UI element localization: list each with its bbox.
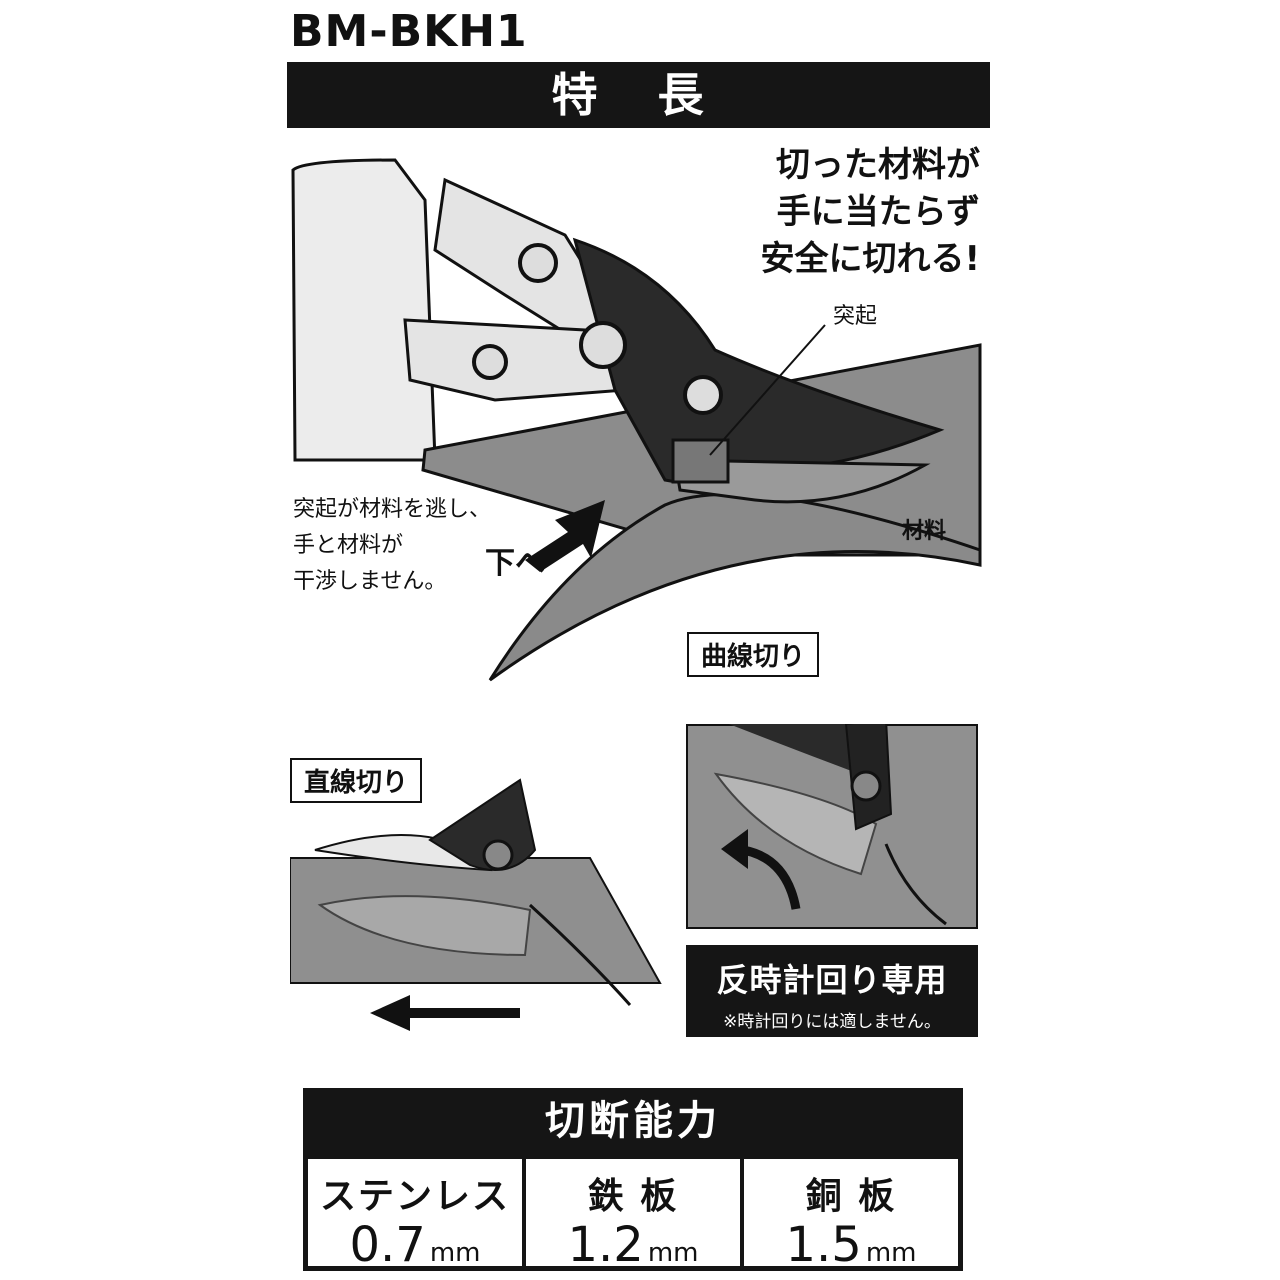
- thickness-unit: mm: [647, 1238, 699, 1268]
- bolt-icon: [472, 344, 508, 380]
- straight-cut-line: [528, 903, 632, 1006]
- explanation-line: 手と材料が: [293, 533, 404, 558]
- straight-cut-panel: [290, 778, 662, 1031]
- headline-line: 切った材料が: [776, 145, 980, 185]
- material-name: 鉄 板: [587, 1176, 679, 1217]
- curve-cut-panel: [686, 724, 978, 929]
- explanation-line: 干渉しません。: [293, 569, 447, 594]
- leader-line: [709, 324, 826, 456]
- straight-blade-ghost: [317, 895, 532, 957]
- curve-cut-line: [884, 843, 947, 926]
- material-label: 材料: [902, 519, 947, 544]
- bolt-icon: [850, 770, 882, 802]
- left-arrow-icon: [405, 1008, 520, 1018]
- thickness-value: 1.2: [567, 1217, 644, 1273]
- material-name: ステンレス: [319, 1176, 510, 1217]
- thickness-value: 0.7: [349, 1217, 426, 1273]
- curve-cut-label: 曲線切り: [687, 632, 820, 677]
- bolt-icon: [683, 375, 723, 415]
- headline-line: 手に当たらず: [776, 192, 980, 232]
- ccw-arrowhead-icon: [721, 829, 748, 869]
- bolt-icon: [482, 839, 514, 871]
- bolt-icon: [518, 243, 558, 283]
- protrusion-label: 突起: [833, 304, 878, 329]
- explanation-line: 突起が材料を逃し、: [293, 497, 492, 522]
- thickness-unit: mm: [865, 1238, 917, 1268]
- hand-shape: [291, 158, 437, 462]
- headline-line: 安全に切れる!: [760, 239, 980, 279]
- thickness-value: 1.5: [785, 1217, 862, 1273]
- bolt-icon: [579, 321, 627, 369]
- curve-blade-ghost: [713, 772, 878, 876]
- material-name: 銅 板: [805, 1176, 897, 1217]
- down-label: 下へ: [485, 546, 545, 581]
- left-arrowhead-icon: [370, 995, 410, 1031]
- protrusion-box: [671, 438, 730, 484]
- blade-lower: [673, 458, 931, 504]
- capacity-heading: 切断能力: [303, 1088, 963, 1154]
- warning-note: ※時計回りには適しません。: [723, 1012, 941, 1032]
- counterclockwise-warning: 反時計回り専用 ※時計回りには適しません。: [686, 945, 978, 1037]
- down-arrow-icon: [525, 500, 605, 572]
- model-number: BM-BKH1: [290, 6, 528, 57]
- thickness-unit: mm: [429, 1238, 481, 1268]
- features-heading: 特 長: [287, 62, 990, 128]
- main-illustration: [291, 158, 982, 682]
- warning-title: 反時計回り専用: [716, 961, 948, 999]
- straight-cut-label: 直線切り: [290, 758, 423, 803]
- explanation-text: 突起が材料を逃し、 手と材料が 干渉しません。: [293, 492, 491, 600]
- headline: 切った材料が 手に当たらず 安全に切れる!: [600, 142, 980, 283]
